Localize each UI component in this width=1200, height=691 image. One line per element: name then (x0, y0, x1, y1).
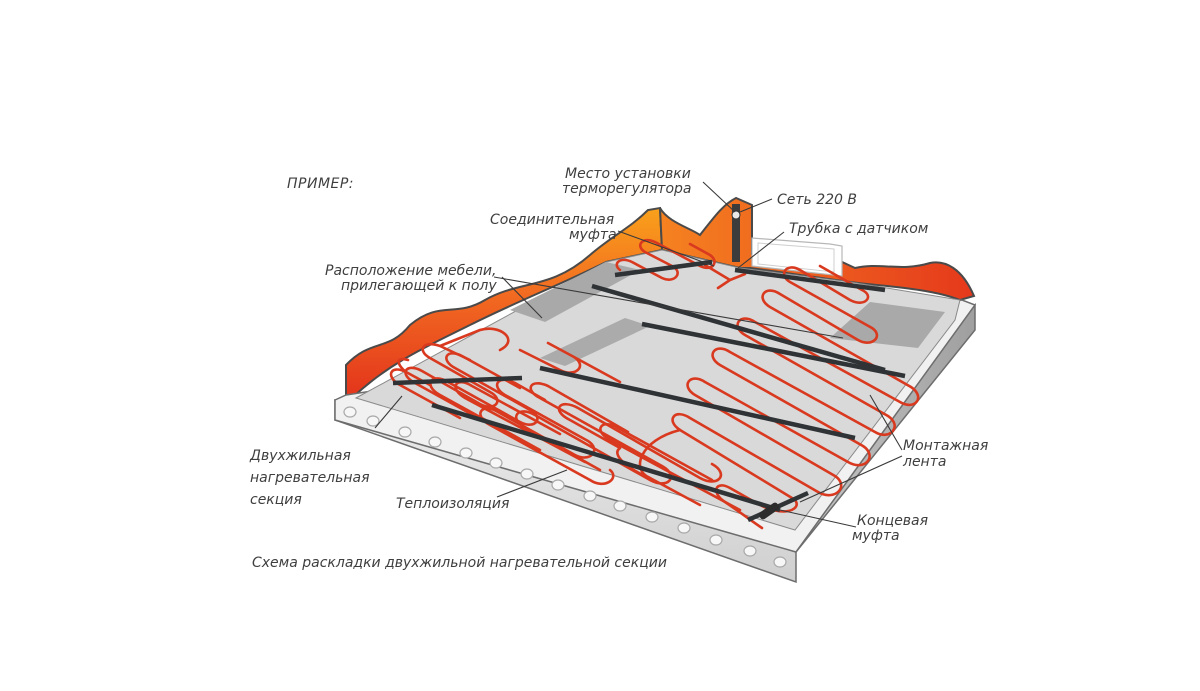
title: ПРИМЕР: (287, 176, 354, 192)
tape-6 (614, 259, 713, 278)
label-mounting-tape-1: Монтажная (903, 438, 988, 454)
tape-2 (539, 365, 856, 441)
mounting-tapes (392, 259, 906, 523)
label-thermostat-place-2: терморегулятора (562, 181, 691, 197)
label-network: Сеть 220 В (777, 192, 857, 208)
label-mounting-tape-2: лента (902, 454, 946, 470)
left-wall (345, 206, 664, 400)
tape-3 (431, 402, 781, 513)
label-heating-section-1: Двухжильная (249, 448, 351, 464)
end-coupling (758, 502, 780, 520)
label-connection-coupling-1: Соединительная (490, 212, 614, 228)
label-sensor-tube: Трубка с датчиком (789, 221, 929, 237)
slab-holes (343, 406, 787, 568)
label-insulation: Теплоизоляция (396, 496, 509, 512)
tape-5 (641, 321, 906, 379)
label-connection-coupling-2: муфта (569, 227, 617, 243)
label-heating-section-2: нагревательная (250, 470, 370, 486)
labels: ПРИМЕР: Место установки терморегулятора … (249, 166, 988, 571)
label-thermostat-place-1: Место установки (565, 166, 691, 182)
window-inner (757, 242, 835, 273)
cable-loop (671, 266, 920, 530)
tape-1 (392, 375, 523, 386)
tape-7 (734, 267, 886, 293)
furniture-zone-left (510, 262, 640, 322)
label-furniture-1: Расположение мебели, (325, 263, 496, 279)
thermostat-box (732, 204, 740, 262)
thermostat-icon (731, 210, 741, 220)
label-end-coupling-2: муфта (852, 528, 900, 544)
label-end-coupling-1: Концевая (857, 513, 928, 529)
label-furniture-2: прилегающей к полу (341, 278, 497, 294)
label-heating-section-3: секция (250, 492, 302, 508)
furniture-zone-right (830, 302, 945, 348)
tape-4 (591, 283, 886, 373)
leader-lines (374, 181, 903, 528)
caption: Схема раскладки двухжильной нагревательн… (252, 555, 667, 571)
